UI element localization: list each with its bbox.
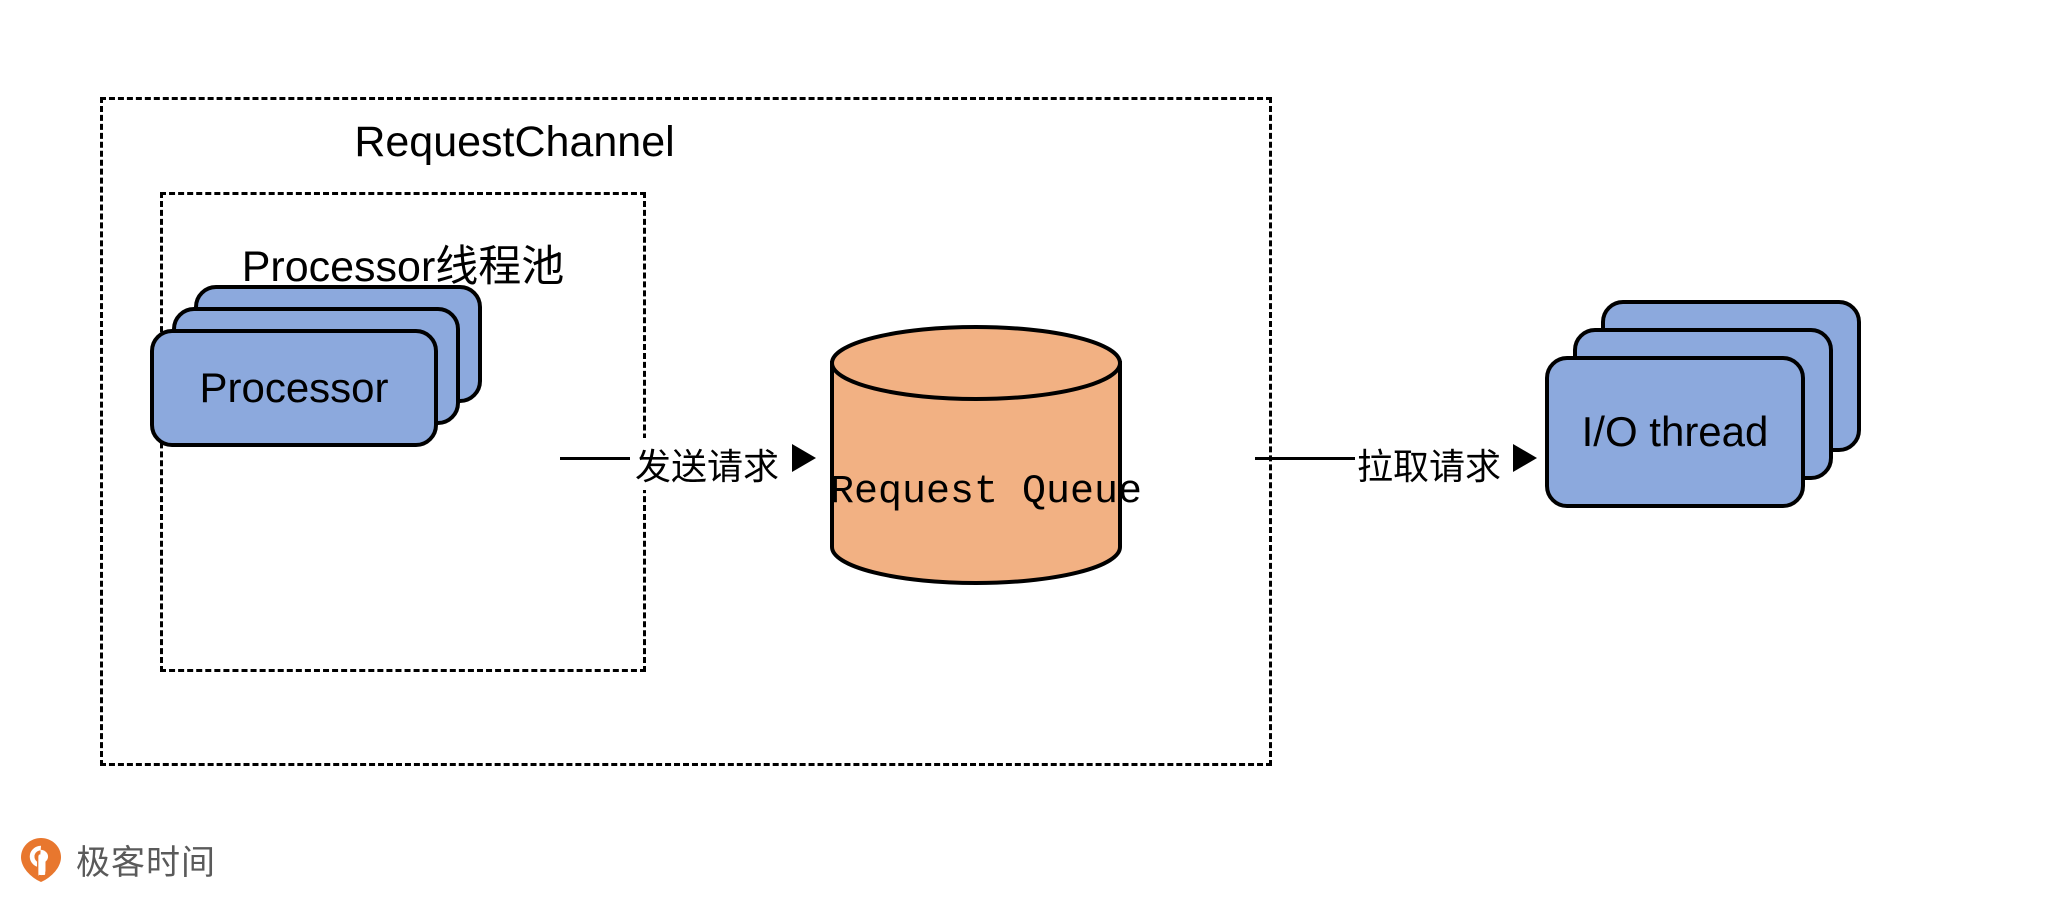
edge-pull-request-arrowhead-icon — [1513, 444, 1537, 472]
watermark: 极客时间 — [20, 835, 216, 884]
io-thread-card-front[interactable]: I/O thread — [1545, 356, 1805, 508]
request-queue-label: Request Queue — [830, 470, 1143, 515]
processor-card-front[interactable]: Processor — [150, 329, 438, 447]
processor-node-stack[interactable]: Processor — [150, 285, 490, 447]
edge-send-request-label: 发送请求 — [633, 438, 782, 490]
request-queue-cylinder[interactable] — [830, 325, 1122, 585]
edge-pull-request-line — [1255, 457, 1355, 460]
edge-send-request-line — [560, 457, 630, 460]
edge-send-request: 发送请求 — [560, 438, 830, 490]
edge-pull-request-label: 拉取请求 — [1355, 438, 1504, 490]
io-thread-node-label: I/O thread — [1581, 408, 1769, 455]
cylinder-shape-icon — [830, 325, 1122, 585]
location-pin-icon — [21, 837, 61, 882]
request-channel-group-boundary — [100, 97, 1272, 766]
edge-send-request-arrowhead-icon — [792, 444, 816, 472]
request-channel-title: RequestChannel — [0, 118, 2040, 167]
watermark-text: 极客时间 — [76, 844, 216, 882]
processor-node-label: Processor — [199, 364, 389, 411]
edge-pull-request: 拉取请求 — [1255, 438, 1545, 490]
io-thread-node-stack[interactable]: I/O thread — [1545, 300, 1915, 508]
request-channel-title-text: RequestChannel — [354, 118, 675, 166]
processor-pool-title: Processor线程池 — [241, 243, 565, 291]
